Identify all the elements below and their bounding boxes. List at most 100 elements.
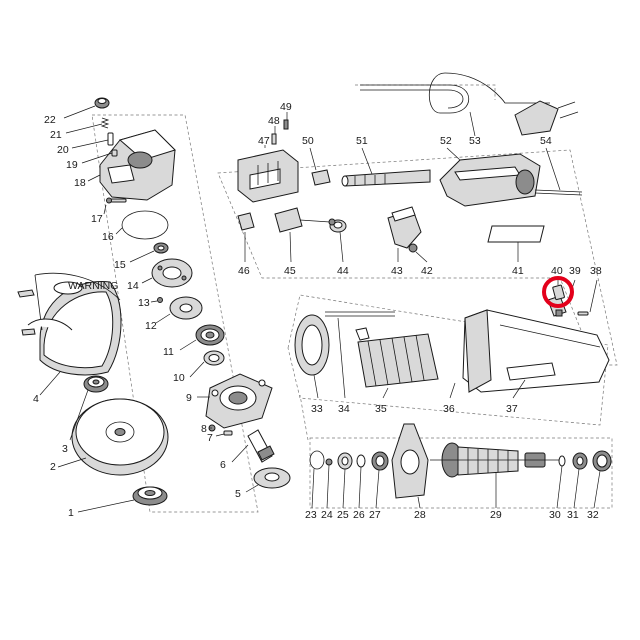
part-10-ring [189, 350, 225, 378]
svg-text:WARNING: WARNING [68, 280, 118, 292]
label-part-29: 29 [490, 509, 502, 521]
label-part-26: 26 [353, 509, 365, 521]
part-45-switch [274, 207, 336, 263]
label-part-37: 37 [506, 403, 518, 415]
label-part-47: 47 [258, 135, 270, 147]
part-51-cable-sleeve [341, 147, 431, 187]
part-49-screw [283, 112, 289, 130]
label-part-38: 38 [590, 265, 602, 277]
label-part-49: 49 [280, 101, 292, 113]
label-part-10: 10 [173, 372, 185, 384]
part-2-grinding-disc [57, 398, 169, 476]
part-14-flange [141, 258, 193, 288]
label-part-46: 46 [238, 265, 250, 277]
part-15-bearing [129, 242, 169, 263]
label-part-14: 14 [127, 280, 139, 292]
label-part-45: 45 [284, 265, 296, 277]
label-part-54: 54 [540, 135, 552, 147]
part-6-spindle [231, 429, 275, 463]
label-part-51: 51 [356, 135, 368, 147]
part-54-screw [534, 147, 583, 196]
label-part-15: 15 [114, 259, 126, 271]
part-29-armature [430, 442, 560, 508]
part-43-switch-lever [387, 206, 422, 262]
part-17-screw [103, 197, 127, 215]
part-25-bearing [337, 452, 353, 509]
part-32-bearing-cap [592, 450, 612, 509]
label-part-36: 36 [443, 403, 455, 415]
part-24-washer [325, 458, 333, 509]
label-part-24: 24 [321, 509, 333, 521]
part-52-handle-cover [439, 147, 541, 207]
part-40-carbon-brush [552, 280, 565, 301]
label-part-31: 31 [567, 509, 579, 521]
label-part-9: 9 [186, 392, 192, 404]
part-number-labels: 1 2 3 4 5 6 7 8 9 10 11 12 13 14 15 16 1… [33, 101, 602, 521]
part-16-o-ring [115, 210, 169, 240]
part-20-pin [71, 132, 114, 149]
label-part-28: 28 [414, 509, 426, 521]
label-part-52: 52 [440, 135, 452, 147]
label-part-2: 2 [50, 461, 56, 473]
part-36-motor-housing [449, 309, 610, 399]
part-42-screw [408, 243, 428, 263]
label-part-5: 5 [235, 488, 241, 500]
part-11-bearing [179, 324, 225, 351]
label-part-12: 12 [145, 320, 157, 332]
part-41-label-plate [487, 225, 545, 262]
label-part-32: 32 [587, 509, 599, 521]
label-part-7: 7 [207, 432, 213, 444]
part-4-wheel-guard: WARNING [17, 272, 122, 396]
part-31-bearing [572, 452, 588, 509]
label-part-41: 41 [512, 265, 524, 277]
part-50-cover [309, 147, 331, 186]
label-part-4: 4 [33, 393, 39, 405]
part-44-knob [329, 219, 347, 263]
part-12-gear [155, 296, 203, 324]
label-part-23: 23 [305, 509, 317, 521]
label-part-43: 43 [391, 265, 403, 277]
label-part-16: 16 [102, 231, 114, 243]
part-53-plug [514, 100, 579, 136]
part-47-switch-housing [237, 145, 299, 203]
part-9-bearing-flange [197, 373, 273, 429]
label-part-8: 8 [201, 423, 207, 435]
label-part-13: 13 [138, 297, 150, 309]
label-part-6: 6 [220, 459, 226, 471]
part-28-baffle [391, 423, 429, 509]
label-part-33: 33 [311, 403, 323, 415]
label-part-19: 19 [66, 159, 78, 171]
label-part-35: 35 [375, 403, 387, 415]
part-38-screw [577, 279, 598, 316]
part-21-spring [65, 117, 110, 134]
label-part-21: 21 [50, 129, 62, 141]
label-part-20: 20 [57, 144, 69, 156]
part-18-gear-housing [87, 129, 176, 201]
part-23-o-ring [309, 450, 325, 509]
label-part-44: 44 [337, 265, 349, 277]
part-27-bearing [371, 451, 389, 509]
part-35-stator [355, 327, 439, 399]
part-33-ring [294, 314, 330, 399]
label-part-30: 30 [549, 509, 561, 521]
part-5-washer [245, 467, 291, 493]
part-53-power-cord [360, 72, 550, 137]
label-part-1: 1 [68, 507, 74, 519]
part-1-flange-nut [77, 486, 168, 513]
highlight-ring [542, 276, 574, 308]
part-13-pin [150, 297, 163, 303]
label-part-17: 17 [91, 213, 103, 225]
part-22-button [63, 97, 110, 119]
part-46-connector [237, 212, 255, 262]
part-34-screw [325, 311, 395, 399]
label-part-48: 48 [268, 115, 280, 127]
label-part-27: 27 [369, 509, 381, 521]
label-part-22: 22 [44, 114, 56, 126]
part-37-label [506, 362, 556, 399]
label-part-50: 50 [302, 135, 314, 147]
label-part-39: 39 [569, 265, 581, 277]
part-30-washer [556, 455, 566, 509]
part-19-spring [81, 149, 118, 164]
label-part-11: 11 [163, 346, 174, 358]
